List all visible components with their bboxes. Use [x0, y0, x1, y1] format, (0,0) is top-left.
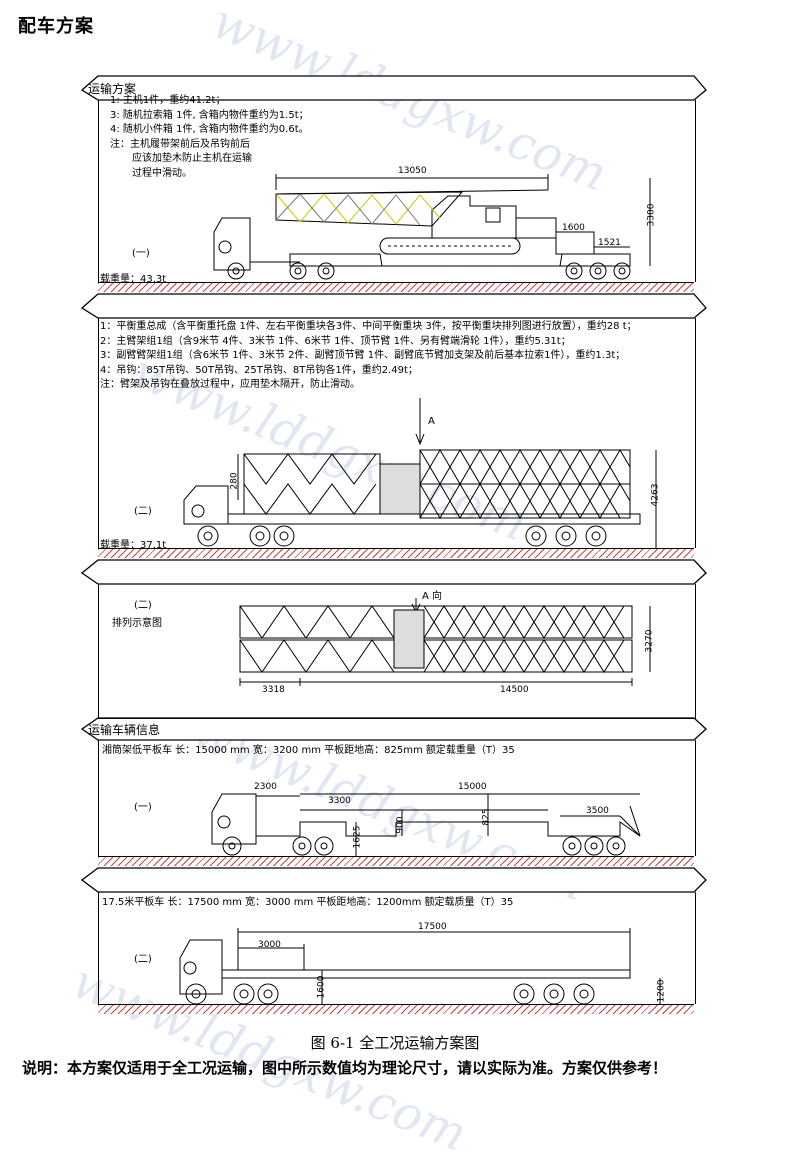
vehicle2-drawing: [179, 928, 661, 1005]
vehicle2-dim-a: 17500: [418, 922, 447, 932]
plan2-notes: 1：平衡重总成（含平衡重托盘 1件、左右平衡重块各3件、中间平衡重块 3件，按平…: [100, 320, 637, 393]
ground-vehicle2: [98, 1004, 694, 1014]
panel-vehicle2: [98, 892, 696, 1004]
plan2-drawing: [183, 398, 657, 548]
plan1-label: (一): [132, 248, 150, 259]
plan2-load: 载重量：37.1t: [100, 540, 167, 551]
page-title: 配车方案: [18, 16, 94, 37]
plan2-note-1: 1：平衡重总成（含平衡重托盘 1件、左右平衡重块各3件、中间平衡重块 3件，按平…: [100, 321, 637, 332]
plan1-note-5: 应该加垫木防止主机在运输: [132, 153, 252, 164]
vehicle1-spec: 湘筒架低平板车 长：15000 mm 宽：3200 mm 平板距地高：825mm…: [102, 745, 515, 756]
plan1-note-1: 1: 主机1件，重约41.2t；: [110, 95, 226, 106]
plan1-dim-d2: 1521: [598, 238, 621, 248]
ground-vehicle1: [98, 856, 694, 866]
plan1-load: 载重量：43.3t: [100, 274, 167, 285]
panel-plan2: [98, 318, 696, 548]
vehicle1-dim-a: 2300: [254, 782, 277, 792]
plan1-note-2: 3: 随机拉索箱 1件, 含箱内物件重约为1.5t；: [110, 109, 309, 121]
plan1-note-3: 4: 随机小件箱 1件, 含箱内物件重约为0.6t。: [110, 124, 309, 135]
plan2-note-4: 4：吊钩：85T吊钩、50T吊钩、25T吊钩、8T吊钩各1件，重约2.49t；: [100, 364, 418, 376]
vehicle1-dim-b: 3300: [328, 796, 351, 806]
panel-vehicle1: [98, 740, 696, 856]
ground-plan1: [98, 282, 694, 292]
section-label-vehicle-info: 运输车辆信息: [88, 723, 161, 737]
plan1-dim-length: 13050: [398, 166, 427, 176]
plan2-top-label: (二): [134, 600, 152, 611]
plan2-top-dim-right: 14500: [500, 685, 529, 695]
plan2-note-2: 2：主臂架组1组（含9米节 4件、3米节 1件、6米节 1件、顶节臂 1件、另有…: [100, 335, 571, 347]
vehicle2-label: (二): [134, 954, 152, 965]
vehicle1-dim-d: 3500: [586, 806, 609, 816]
vehicle1-drawing: [211, 793, 641, 856]
plan2-top-sublabel: 排列示意图: [112, 618, 162, 629]
vehicle2-dim-b: 3000: [258, 940, 281, 950]
plan1-drawing: [213, 174, 651, 280]
vehicle2-spec: 17.5米平板车 长：17500 mm 宽：3000 mm 平板距地高：1200…: [102, 897, 514, 908]
plan2-label: (二): [134, 506, 152, 517]
vehicle1-dim-c: 15000: [458, 782, 487, 792]
plan2-top-dim-left: 3318: [262, 685, 285, 695]
figure-caption: 图 6-1 全工况运输方案图: [310, 1034, 480, 1052]
vehicle1-label: (一): [134, 802, 152, 813]
footer-note: 说明：本方案仅适用于全工况运输，图中所示数值均为理论尺寸，请以实际为准。方案仅供…: [22, 1059, 668, 1077]
plan2-note-3: 3：副臂臂架组1组（含6米节 1件、3米节 2件、副臂顶节臂 1件、副臂底节臂加…: [100, 350, 626, 361]
section-label-transport-plan: 运输方案: [88, 82, 137, 96]
panel-plan2-top: [98, 584, 696, 719]
plan2-top-arrow-label: A 向: [422, 591, 443, 602]
plan1-note-6: 过程中滑动。: [132, 167, 192, 179]
drawing-frame: [80, 75, 707, 893]
plan2-top-drawing: [239, 598, 651, 686]
panel-plan1: [98, 100, 696, 282]
plan1-notes: 1: 主机1件，重约41.2t； 3: 随机拉索箱 1件, 含箱内物件重约为1.…: [110, 94, 309, 181]
plan1-dim-d1: 1600: [562, 223, 585, 233]
ground-plan2: [98, 548, 694, 558]
plan1-note-4: 注：主机履带架前后及吊钩前后: [110, 138, 250, 150]
plan2-note-5: 注：臂架及吊钩在叠放过程中，应用垫木隔开，防止滑动。: [100, 379, 360, 390]
plan2-arrow-label: A: [428, 416, 435, 427]
